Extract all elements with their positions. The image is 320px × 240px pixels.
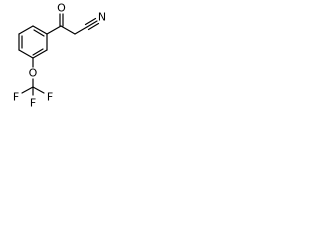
carbonyl-oxygen-label: O [57,2,66,15]
cyanoacetyl-chain [46,13,100,35]
trifluoromethoxy-group [21,57,45,96]
benzene-ring [18,25,48,59]
cf3-to-fluorine-1-bond [21,86,34,94]
fluorine-3-label: F [30,97,36,110]
ring-bond-6 [18,25,34,35]
ring-bond-1 [32,25,48,35]
ring-bond-3 [32,49,48,59]
ring-double-bond-2 [32,48,44,56]
ring-double-bond-1 [33,29,45,37]
methylene-to-nitrile-bond [74,26,88,35]
cf3-to-fluorine-2-bond [32,86,45,94]
carbonyl-to-methylene-bond [60,25,76,35]
ether-oxygen-label: O [29,67,38,80]
nitrile-nitrogen-label: N [98,11,106,24]
ring-bond-4 [18,49,34,59]
chemical-structure-diagram: O N O F F F [13,2,106,110]
triple-bond-c [87,22,100,31]
triple-bond-a [86,20,98,28]
ring-to-carbonyl-bond [46,25,62,35]
triple-bond-b [84,17,97,26]
fluorine-1-label: F [13,91,19,104]
fluorine-2-label: F [47,91,53,104]
